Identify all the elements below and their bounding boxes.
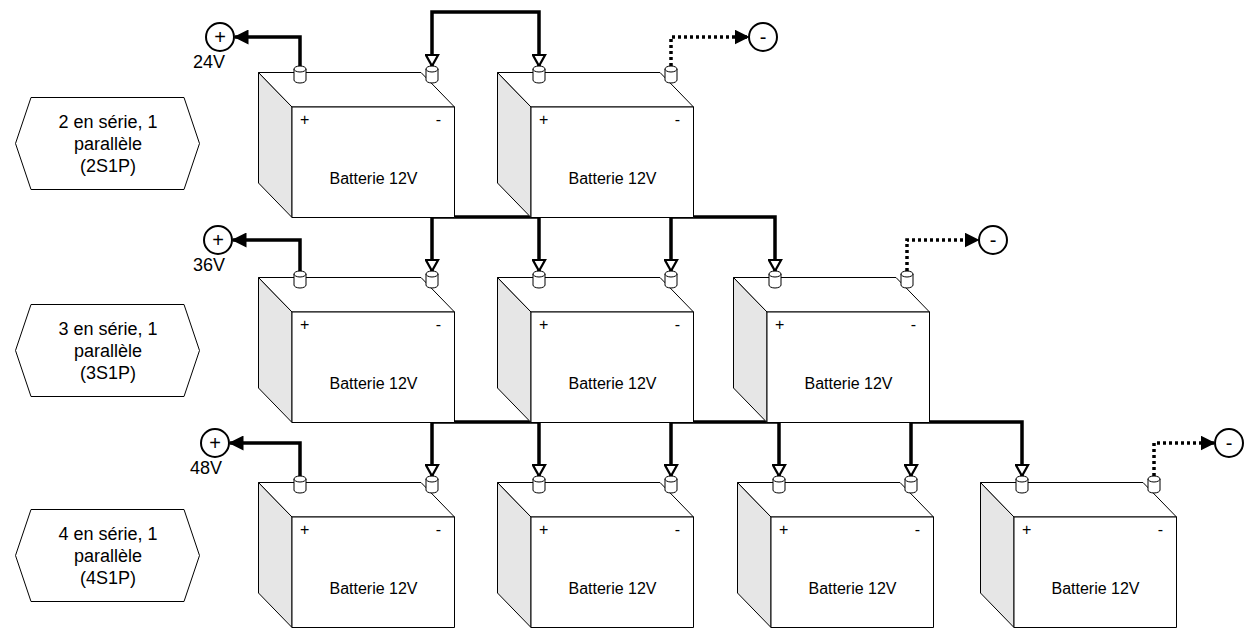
battery-outline — [737, 482, 934, 628]
battery-box: + - Batterie 12V — [258, 482, 455, 628]
series-link — [671, 217, 775, 271]
polarity-sign: - — [1216, 433, 1242, 453]
battery-box: + - Batterie 12V — [258, 72, 455, 218]
terminal-sign: - — [436, 316, 441, 334]
battery-label: Batterie 12V — [771, 580, 934, 598]
battery-label: Batterie 12V — [531, 580, 694, 598]
battery-outline — [497, 482, 694, 628]
battery-box: + - Batterie 12V — [733, 277, 930, 423]
terminal-sign: + — [539, 111, 548, 129]
config-label: 3 en série, 1 parallèle (3S1P) — [53, 318, 163, 384]
polarity-sign: + — [207, 27, 233, 47]
battery-label: Batterie 12V — [531, 170, 694, 188]
positive-terminal: + — [200, 428, 230, 458]
terminal-sign: - — [675, 111, 680, 129]
negative-wire — [671, 37, 748, 66]
polarity-sign: + — [205, 230, 231, 250]
terminal-sign: + — [300, 111, 309, 129]
terminal-sign: + — [1022, 521, 1031, 539]
battery-label: Batterie 12V — [1014, 580, 1177, 598]
terminal-sign: + — [779, 521, 788, 539]
terminal-sign: - — [911, 316, 916, 334]
config-hexagon: 2 en série, 1 parallèle (2S1P) — [15, 97, 200, 190]
battery-box: + - Batterie 12V — [497, 72, 694, 218]
positive-terminal: + — [205, 22, 235, 52]
battery-box: + - Batterie 12V — [737, 482, 934, 628]
battery-outline — [733, 277, 930, 423]
positive-wire — [230, 443, 300, 476]
terminal-sign: - — [436, 111, 441, 129]
negative-wire — [907, 240, 978, 271]
battery-box: + - Batterie 12V — [497, 277, 694, 423]
series-link — [432, 12, 539, 66]
battery-label: Batterie 12V — [292, 580, 455, 598]
battery-label: Batterie 12V — [531, 375, 694, 393]
positive-terminal: + — [203, 225, 233, 255]
config-hexagon: 4 en série, 1 parallèle (4S1P) — [15, 509, 200, 602]
terminal-sign: + — [300, 316, 309, 334]
negative-terminal: - — [978, 225, 1008, 255]
config-label: 4 en série, 1 parallèle (4S1P) — [53, 523, 163, 589]
battery-label: Batterie 12V — [767, 375, 930, 393]
battery-outline — [497, 277, 694, 423]
negative-terminal: - — [748, 22, 778, 52]
negative-terminal: - — [1214, 428, 1244, 458]
series-link — [671, 422, 779, 476]
terminal-sign: + — [539, 521, 548, 539]
battery-outline — [258, 277, 455, 423]
voltage-label: 24V — [193, 52, 225, 72]
terminal-sign: + — [775, 316, 784, 334]
battery-outline — [258, 72, 455, 218]
terminal-sign: - — [675, 316, 680, 334]
terminal-sign: + — [300, 521, 309, 539]
polarity-sign: + — [202, 433, 228, 453]
battery-outline — [258, 482, 455, 628]
terminal-sign: - — [675, 521, 680, 539]
series-link — [911, 422, 1022, 476]
voltage-label: 36V — [193, 255, 225, 275]
terminal-sign: - — [436, 521, 441, 539]
negative-wire — [1154, 443, 1214, 476]
battery-box: + - Batterie 12V — [980, 482, 1177, 628]
series-link — [432, 217, 539, 271]
battery-outline — [980, 482, 1177, 628]
positive-wire — [235, 37, 300, 66]
terminal-sign: - — [1158, 521, 1163, 539]
polarity-sign: - — [980, 230, 1006, 250]
config-hexagon: 3 en série, 1 parallèle (3S1P) — [15, 304, 200, 397]
polarity-sign: - — [750, 27, 776, 47]
battery-outline — [497, 72, 694, 218]
terminal-sign: - — [915, 521, 920, 539]
positive-wire — [233, 240, 300, 271]
battery-label: Batterie 12V — [292, 170, 455, 188]
terminal-sign: + — [539, 316, 548, 334]
config-label: 2 en série, 1 parallèle (2S1P) — [53, 111, 163, 177]
battery-box: + - Batterie 12V — [497, 482, 694, 628]
battery-box: + - Batterie 12V — [258, 277, 455, 423]
series-link — [432, 422, 539, 476]
voltage-label: 48V — [190, 458, 222, 478]
battery-label: Batterie 12V — [292, 375, 455, 393]
